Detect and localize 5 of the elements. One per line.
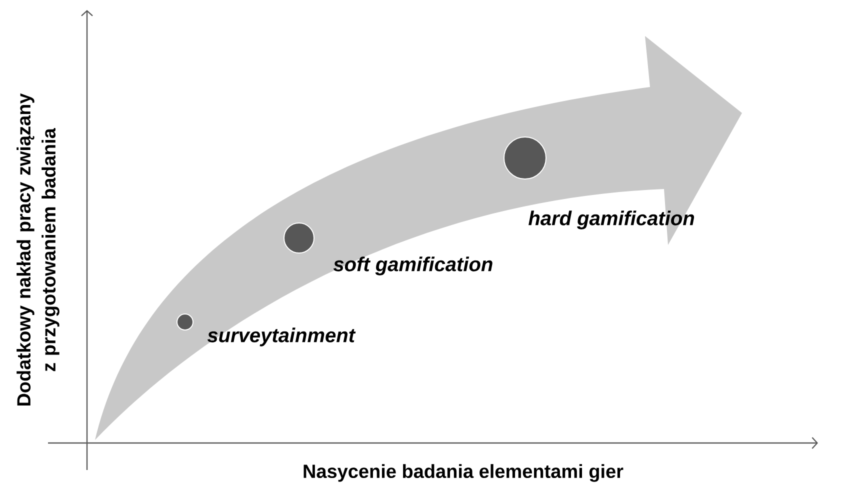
axis-title: Nasycenie badania elementami gier	[304, 464, 624, 482]
stage-label: soft gamification	[333, 256, 492, 276]
stage-label: hard gamification	[528, 210, 694, 230]
axis-title: Dodatkowy nakład pracy związany z przygotowaniem badania	[16, 93, 60, 406]
stage-label: surveytainment	[207, 328, 356, 346]
